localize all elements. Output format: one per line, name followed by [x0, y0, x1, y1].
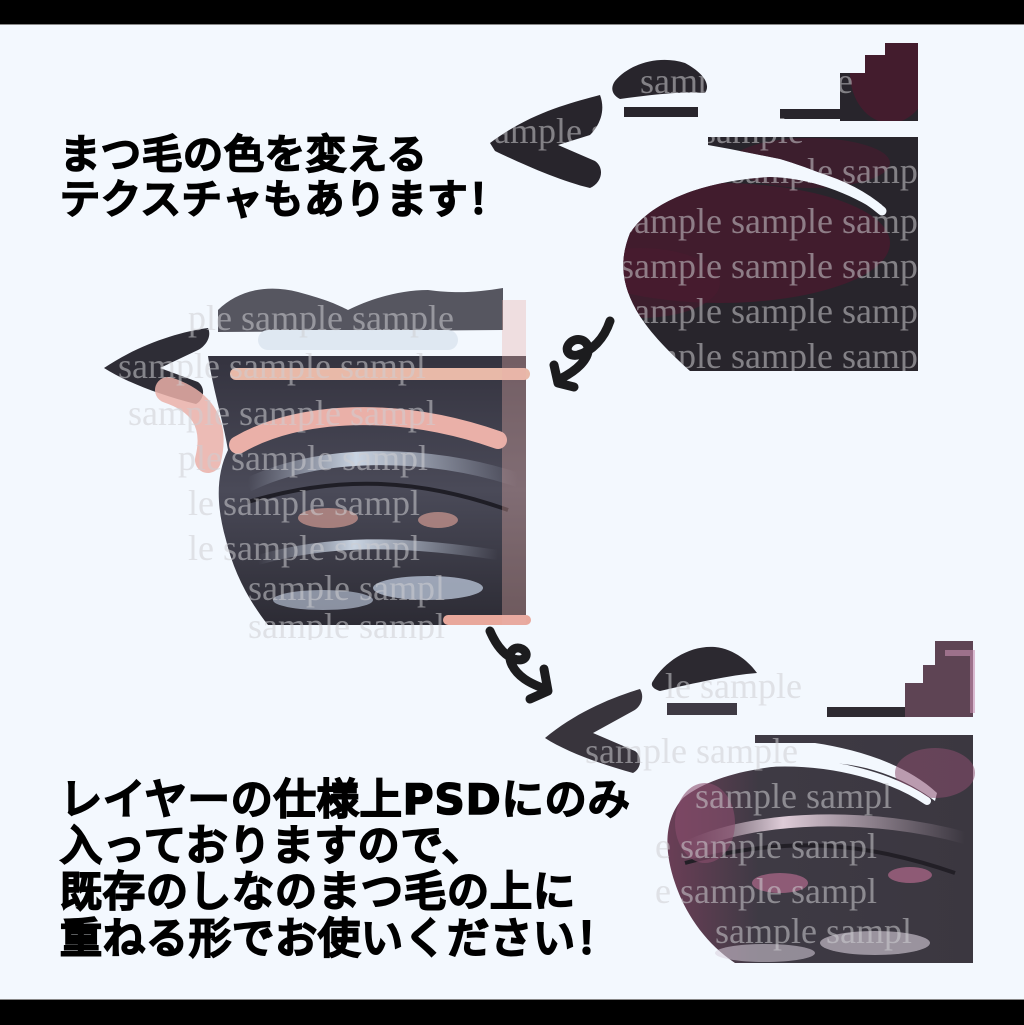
svg-text:le sample: le sample: [665, 666, 802, 706]
svg-text:sample sample: sample sample: [640, 61, 853, 101]
caption-texture-available: まつ毛の色を変える テクスチャもあります！: [59, 132, 510, 223]
svg-text:sample sampl: sample sampl: [248, 606, 445, 640]
curly-arrow-down-left-icon: [540, 315, 620, 399]
caption-line: テクスチャもあります！: [59, 176, 510, 223]
svg-text:sample sample sample: sample sample sample: [620, 336, 930, 376]
svg-text:ple sample sample: ple sample sample: [188, 298, 454, 338]
letterbox-top: [0, 0, 1024, 25]
svg-text:e sample sampl: e sample sampl: [655, 826, 877, 866]
svg-text:sample sample: sample sample: [585, 731, 798, 771]
caption-line: 既存のしなのまつ毛の上に: [59, 867, 577, 917]
caption-line: まつ毛の色を変える: [59, 132, 428, 178]
caption-line: 入っておりますので、: [59, 821, 485, 871]
caption-line: レイヤーの仕様上PSDにのみ: [59, 775, 631, 824]
caption-line: 重ねる形でお使いください！: [59, 913, 620, 963]
result-eyelash-illustration: le sample sample sample sample sampl e s…: [535, 623, 975, 973]
svg-text:sample sampl: sample sampl: [695, 776, 892, 816]
svg-text:ple sample sampl: ple sample sampl: [178, 438, 428, 478]
svg-text:sample sample sample: sample sample sample: [620, 246, 930, 286]
svg-text:e sample sampl: e sample sampl: [655, 871, 877, 911]
svg-text:sample sample sampl: sample sample sampl: [128, 393, 436, 433]
svg-text:sample sampl: sample sampl: [715, 911, 912, 951]
svg-text:sample sample sample: sample sample sample: [620, 201, 930, 241]
svg-text:le sample sampl: le sample sampl: [188, 528, 420, 568]
svg-text:sample sample sample: sample sample sample: [490, 111, 804, 151]
svg-text:sample sample sample: sample sample sample: [620, 291, 930, 331]
svg-text:sample sample sampl: sample sample sampl: [118, 346, 426, 386]
letterbox-bottom: [0, 999, 1024, 1025]
promo-canvas: まつ毛の色を変える テクスチャもあります！: [0, 25, 1024, 999]
original-eyelash-illustration: ple sample sample sample sample sampl sa…: [98, 270, 538, 640]
svg-text:le sample sampl: le sample sampl: [188, 483, 420, 523]
svg-text:sample sampl: sample sampl: [248, 568, 445, 608]
texture-layer-illustration: sample sample sample sample sample sampl…: [490, 33, 930, 378]
caption-psd-usage-note: レイヤーの仕様上PSDにのみ 入っておりますので、 既存のしなのまつ毛の上に 重…: [59, 775, 631, 963]
curly-arrow-down-right-icon: [478, 625, 558, 709]
